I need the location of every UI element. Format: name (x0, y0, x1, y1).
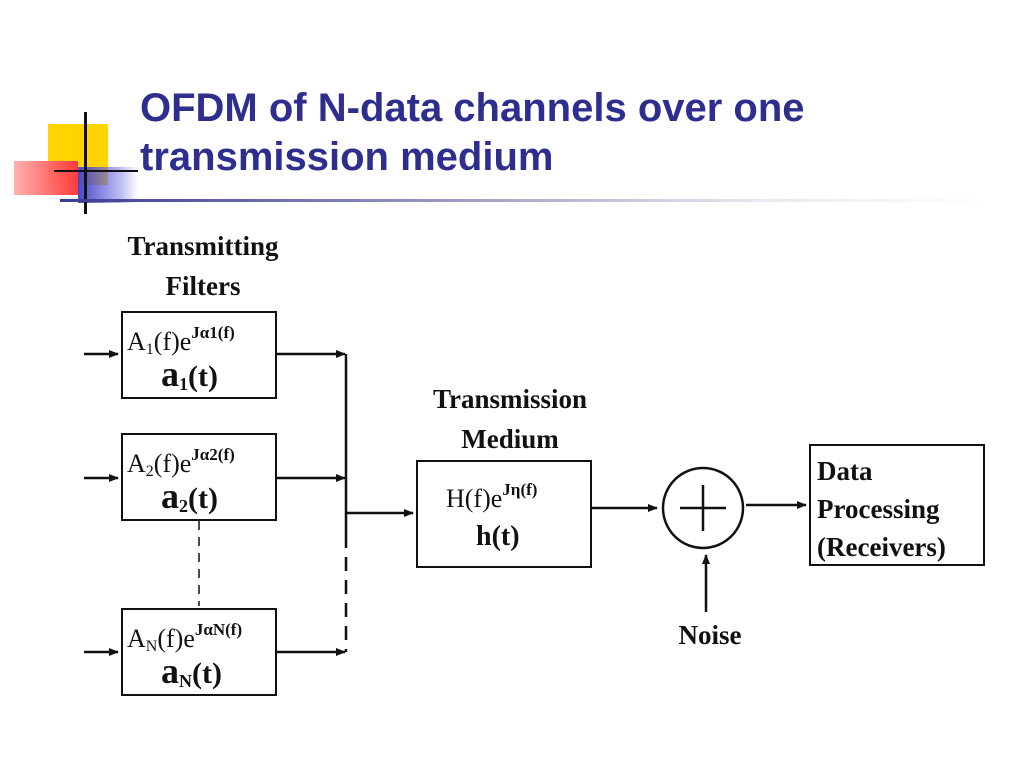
decor-horizontal-line (54, 170, 138, 172)
transmission-medium-label: Transmission Medium (400, 379, 620, 459)
adder-icon (661, 466, 745, 550)
filter-impulse-response: aN(t) (161, 651, 222, 691)
transmission-medium-line-2: Medium (461, 424, 559, 454)
transmission-medium-line-1: Transmission (432, 384, 588, 414)
receiver-line-1: Data (817, 456, 873, 486)
title-underline (60, 199, 990, 202)
receiver-line-2: Processing (817, 494, 940, 524)
filter-transfer-function: A1(f)eJα1(f) (127, 323, 235, 358)
transmitting-filters-line-1: Transmitting (127, 231, 279, 261)
decor-blue-bar (78, 167, 138, 203)
data-processing-box: Data Processing (Receivers) (809, 444, 985, 566)
medium-transfer-function: H(f)eJη(f) (446, 480, 538, 513)
decor-red-bar (14, 161, 78, 195)
data-processing-label: Data Processing (Receivers) (817, 452, 946, 566)
filter-box-n: AN(f)eJαN(f) aN(t) (121, 608, 277, 696)
filter-impulse-response: a1(t) (161, 354, 218, 394)
filter-box-2: A2(f)eJα2(f) a2(t) (121, 433, 277, 521)
filter-transfer-function: A2(f)eJα2(f) (127, 445, 235, 480)
filter-box-1: A1(f)eJα1(f) a1(t) (121, 311, 277, 399)
medium-impulse-response: h(t) (476, 521, 520, 552)
decor-vertical-line (84, 112, 87, 214)
transmitting-filters-line-2: Filters (165, 271, 241, 301)
transmission-medium-box: H(f)eJη(f) h(t) (416, 460, 592, 568)
filter-impulse-response: a2(t) (161, 476, 218, 516)
slide-title: OFDM of N-data channels over one transmi… (140, 86, 805, 179)
transmitting-filters-label: Transmitting Filters (98, 226, 308, 306)
filter-transfer-function: AN(f)eJαN(f) (127, 620, 243, 655)
noise-label: Noise (678, 620, 742, 650)
receiver-line-3: (Receivers) (817, 532, 946, 562)
